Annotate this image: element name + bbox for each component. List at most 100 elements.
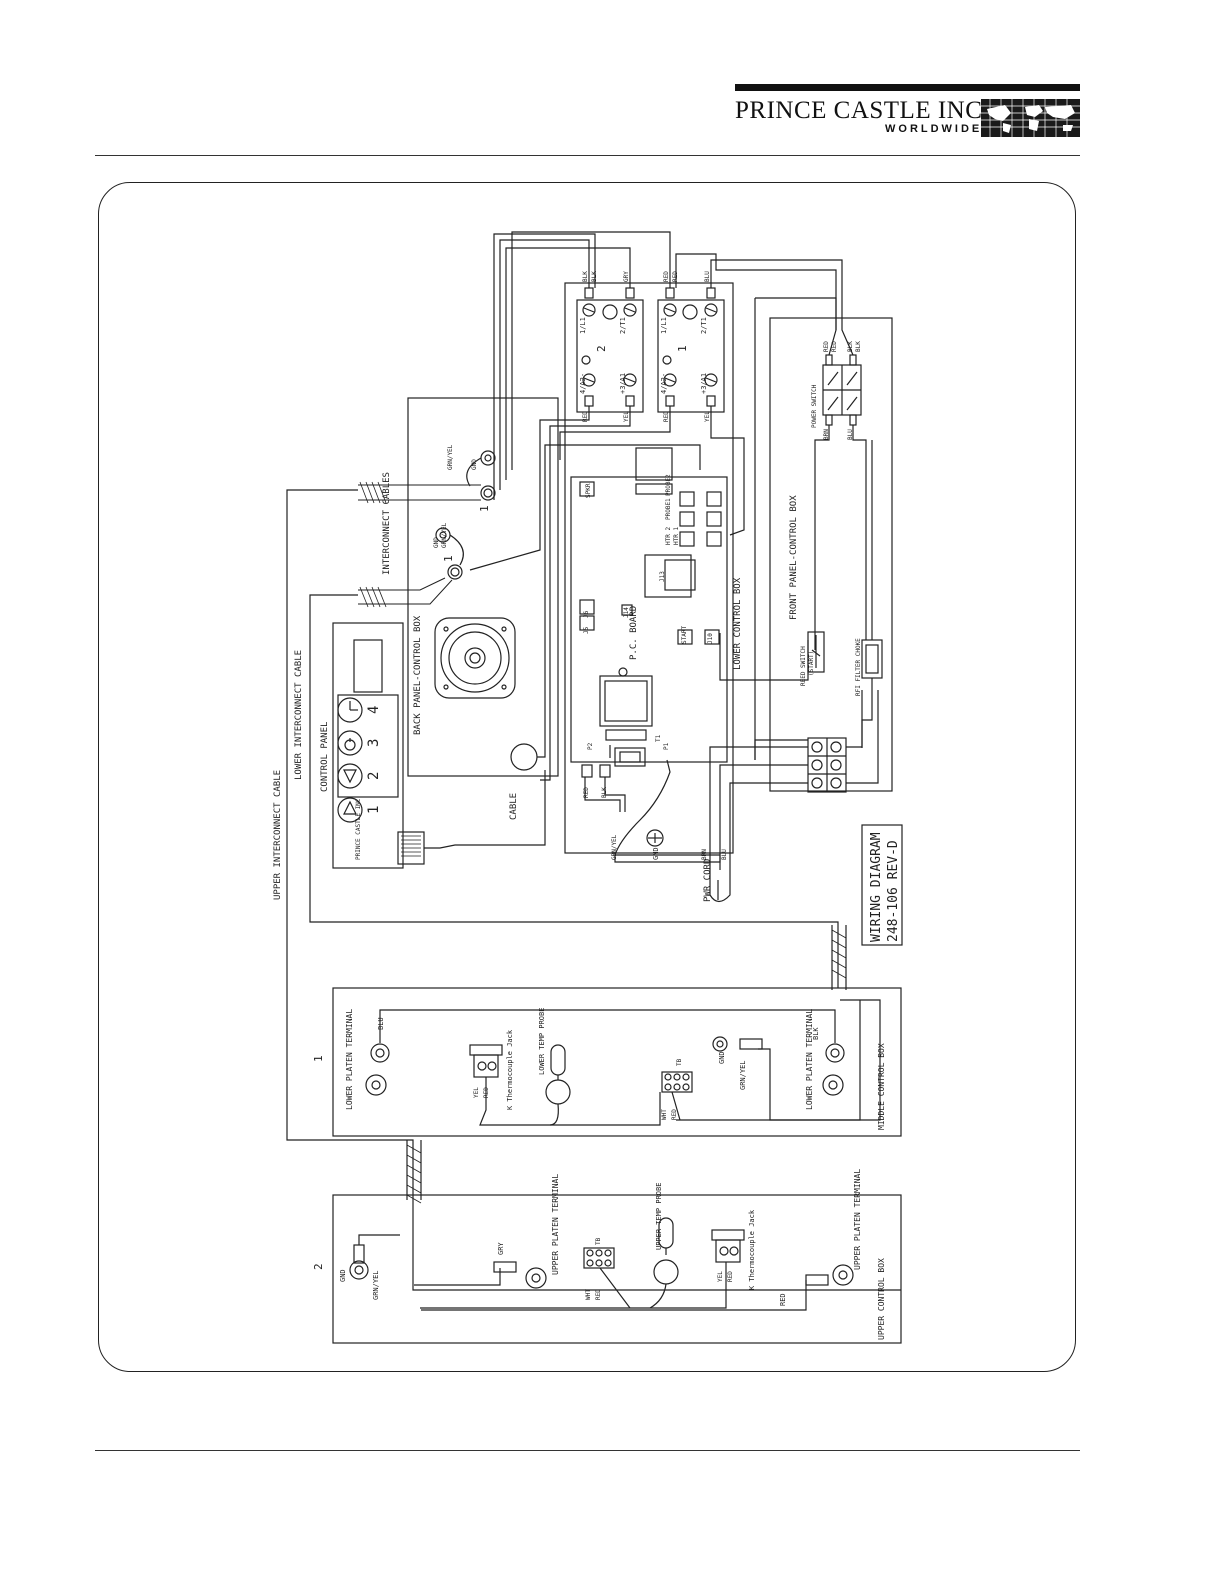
- middle-thermocouple-label: K Thermocouple Jack: [506, 1029, 514, 1110]
- grnyel-label-interconnect: GRN/YEL: [441, 522, 448, 548]
- relay-1-wire-2: RED: [672, 271, 679, 282]
- power-switch-wire-3: BLK: [847, 341, 854, 352]
- middle-wire-grnyel: GRN/YEL: [739, 1060, 747, 1090]
- relay-2-wire-3: GRY: [623, 271, 630, 282]
- relay-2-wire-5: YEL: [623, 411, 630, 422]
- middle-tb-label: TB: [676, 1058, 683, 1066]
- upper-platen-terminal-label-2: UPPER PLATEN TERMINAL: [853, 1169, 862, 1270]
- pcb-label-j5: J5: [583, 626, 590, 634]
- pcb-label-j14: J14: [623, 607, 630, 618]
- upper-wire-red-long: RED: [779, 1293, 787, 1306]
- power-switch: [822, 354, 862, 426]
- globe-logo-icon: [981, 99, 1080, 137]
- middle-control-box-outline: [332, 987, 902, 1137]
- upper-wire-grnyel: GRN/YEL: [372, 1270, 380, 1300]
- cable-label: CABLE: [509, 793, 519, 820]
- lower-control-box-label: LOWER CONTROL BOX: [733, 577, 743, 670]
- lower-platen-terminal-label-2: LOWER PLATEN TERMINAL: [805, 1009, 814, 1110]
- power-switch-wire-4: BLK: [855, 341, 862, 352]
- pcb-label-j13: J13: [659, 571, 666, 582]
- interconnect-cables-label: INTERCONNECT CABLES: [382, 472, 392, 575]
- brand-tagline: WORLDWIDE: [885, 123, 983, 135]
- pc-board-label: P.C. BOARD: [629, 606, 639, 660]
- middle-wire-blk: BLK: [812, 1027, 820, 1040]
- footer-rule: [95, 1450, 1080, 1451]
- terminal-block-upper: [583, 1247, 615, 1269]
- reed-switch-sub: (START): [808, 651, 815, 676]
- relay-1-wire-1: RED: [663, 271, 670, 282]
- upper-temp-probe-label: UPPER TEMP PROBE: [655, 1183, 663, 1250]
- gnd-label-pcb: GND: [652, 847, 660, 860]
- power-switch-wire-5: BRN: [823, 429, 830, 440]
- control-panel-brand: PRINCE CASTLE INC: [355, 798, 362, 860]
- middle-wire-blu: BLU: [377, 1017, 385, 1030]
- relay-2-wire-1: BLK: [582, 271, 589, 282]
- middle-control-box-label: MIDDLE CONTROL BOX: [877, 1043, 886, 1130]
- pcb-label-htr1: HTR 1: [673, 527, 680, 545]
- k-thermocouple-jack-upper: [711, 1229, 745, 1263]
- upper-box-gry-wire: [414, 1268, 501, 1286]
- lower-interconnect-cable-label: LOWER INTERCONNECT CABLE: [294, 650, 304, 780]
- upper-thermocouple-label: K Thermocouple Jack: [748, 1209, 756, 1290]
- middle-box-blu-blk-wire: [379, 1009, 836, 1043]
- pcb-label-j10: J10: [707, 633, 714, 644]
- relay-1-terminal-3: 4/A2-: [660, 373, 668, 394]
- pcb-label-blu: BLU: [721, 849, 728, 860]
- middle-wire-red: RED: [483, 1087, 490, 1098]
- pc-board-outline: [570, 476, 728, 763]
- relay-1-terminal-1: 1/L1: [660, 317, 668, 334]
- terminal-block-middle: [661, 1071, 693, 1093]
- pcb-label-spkr: SPKR: [585, 483, 592, 498]
- pcb-label-brn: BRN: [701, 849, 708, 860]
- middle-wire-wht: WHT: [661, 1109, 668, 1120]
- pcb-label-blk: BLK: [601, 787, 608, 798]
- brand-name: PRINCE CASTLE INC.: [735, 97, 990, 124]
- back-panel-box-outline: [407, 397, 559, 777]
- relay-2-terminal-1: 1/L1: [579, 317, 587, 334]
- upper-tb-label: TB: [595, 1237, 602, 1245]
- relay-1-wire-5: YEL: [704, 411, 711, 422]
- terminal-block-lower: [807, 737, 847, 793]
- upper-platen-terminal-label-1: UPPER PLATEN TERMINAL: [551, 1174, 560, 1275]
- relay-1-terminal-2: 2/T1: [700, 317, 708, 334]
- middle-wire-gnd: GND: [718, 1051, 726, 1064]
- upper-wire-gry: GRY: [497, 1242, 505, 1255]
- pcb-label-red: RED: [583, 787, 590, 798]
- lower-platen-terminal-label-1: LOWER PLATEN TERMINAL: [345, 1009, 354, 1110]
- power-switch-wire-6: BLU: [847, 429, 854, 440]
- gnd-label-back: GND: [471, 459, 478, 470]
- relay-1-wire-3: BLU: [704, 271, 711, 282]
- rfi-filter-choke: [861, 639, 883, 679]
- control-panel-button-3-label: 3: [366, 739, 382, 747]
- header-rule: [95, 155, 1080, 156]
- gnd-label-interconnect: GND: [433, 537, 440, 548]
- k-thermocouple-jack-middle: [469, 1044, 503, 1078]
- relay-1-wire-4: RED: [663, 411, 670, 422]
- pcb-label-start: START: [681, 626, 688, 644]
- pcb-label-probe2: PROBE2: [665, 474, 672, 496]
- upper-wire-gnd: GND: [339, 1269, 347, 1282]
- relay-2: [576, 287, 644, 413]
- rfi-filter-label: RFI FILTER CHOKE: [855, 638, 862, 696]
- speaker-icon: [434, 617, 516, 699]
- upper-wire-red-tb: RED: [595, 1289, 602, 1300]
- power-switch-wire-2: RED: [831, 341, 838, 352]
- diagram-title: WIRING DIAGRAM: [869, 832, 884, 942]
- relay-2-terminal-4: +3/A1: [619, 373, 627, 394]
- control-panel-button-2-label: 2: [366, 772, 382, 780]
- upper-wire-red: RED: [727, 1271, 734, 1282]
- pc-board-components: [579, 447, 722, 778]
- diagram-part-number: 248-106 REV-D: [886, 840, 901, 942]
- front-panel-box-outline: [769, 317, 893, 792]
- pcb-label-p2: P2: [587, 742, 594, 750]
- pcb-label-t1: T1: [655, 734, 662, 742]
- front-panel-box-label: FRONT PANEL-CONTROL BOX: [789, 495, 799, 620]
- lower-temp-probe: [545, 1044, 571, 1105]
- power-switch-label: POWER SWITCH: [811, 384, 818, 428]
- control-panel-button-4-label: 4: [366, 706, 382, 714]
- lower-temp-probe-label: LOWER TEMP PROBE: [538, 1008, 546, 1075]
- power-switch-wire-1: RED: [823, 341, 830, 352]
- ground-icon: [646, 829, 664, 847]
- grommet-2-number: 1: [478, 505, 491, 512]
- pwr-cord-label: PWR CORD: [703, 859, 713, 902]
